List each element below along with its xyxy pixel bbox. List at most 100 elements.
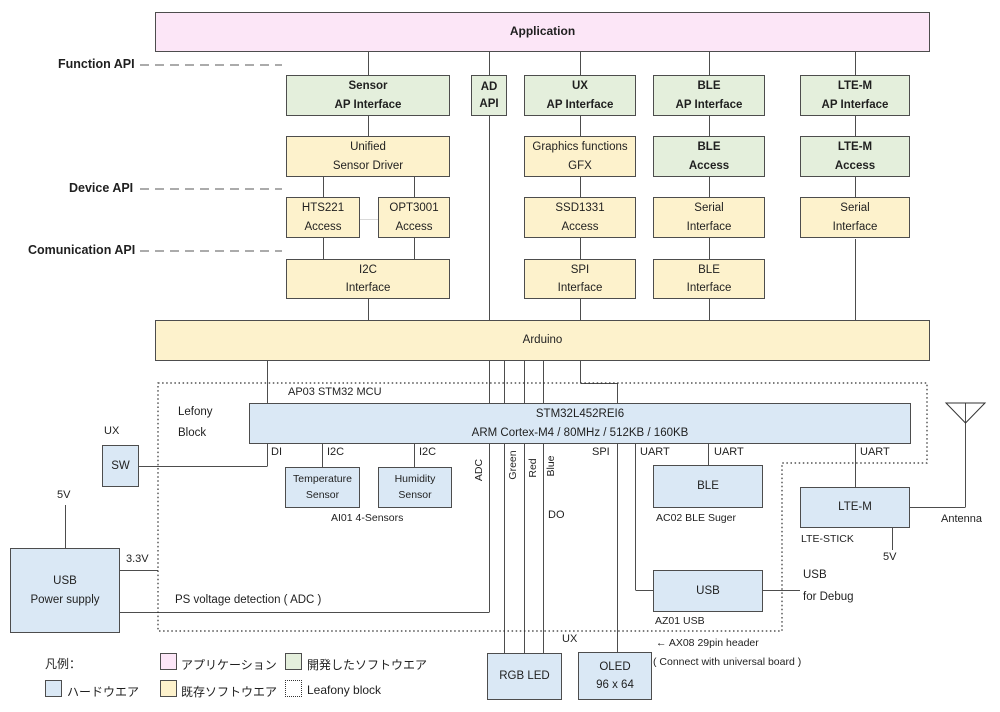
lefony-block-label-line1: Lefony <box>178 406 213 418</box>
unified-sensor-driver-box: Unified Sensor Driver <box>286 136 450 177</box>
rgb-led-box: RGB LED <box>487 653 562 700</box>
legend-label-hardware: ハードウエア <box>67 685 140 699</box>
oled-box: OLED 96 x 64 <box>578 652 652 700</box>
application-label: Application <box>509 24 576 39</box>
box-line: LTE-M <box>838 501 872 514</box>
sensor-ap-interface-box: Sensor AP Interface <box>286 75 450 116</box>
serial-interface-lte-box: Serial Interface <box>800 197 910 238</box>
box-line: BLE <box>697 480 719 493</box>
box-line: AP Interface <box>675 98 743 111</box>
uart-pin-label-3: UART <box>860 446 890 458</box>
ps-voltage-detection-label: PS voltage detection ( ADC ) <box>175 594 322 606</box>
legend-swatch-application <box>160 653 177 670</box>
legend-swatch-leafony-block <box>285 680 302 697</box>
box-line: OPT3001 <box>389 202 439 215</box>
legend-label-existing-software: 既存ソフトウエア <box>181 685 278 699</box>
blue-pin-label: Blue <box>545 455 557 477</box>
box-line: Sensor <box>348 80 388 93</box>
box-line: AP Interface <box>546 98 614 111</box>
box-line: Serial <box>840 202 870 215</box>
opt3001-access-box: OPT3001 Access <box>378 197 450 238</box>
function-api-label: Function API <box>58 57 135 71</box>
box-line: HTS221 <box>301 202 345 215</box>
box-line: LTE-M <box>837 80 873 93</box>
device-api-label: Device API <box>69 181 134 195</box>
ux-ap-interface-box: UX AP Interface <box>524 75 636 116</box>
box-line: ARM Cortex-M4 / 80MHz / 512KB / 160KB <box>471 426 689 439</box>
box-line: BLE <box>697 141 721 154</box>
legend-swatch-hardware <box>45 680 62 697</box>
box-line: Unified <box>350 141 386 154</box>
box-line: Access <box>834 159 876 172</box>
legend-swatch-existing-software <box>160 680 177 697</box>
ap03-stm32-mcu-label: AP03 STM32 MCU <box>288 386 382 398</box>
temperature-sensor-box: Temperature Sensor <box>285 467 360 508</box>
box-line: USB <box>53 575 77 588</box>
box-line: Arduino <box>522 334 563 347</box>
box-line: BLE <box>697 80 721 93</box>
box-line: Interface <box>345 282 391 294</box>
box-line: Sensor <box>305 488 340 501</box>
ssd1331-access-box: SSD1331 Access <box>524 197 636 238</box>
api-separator-lines <box>140 64 282 252</box>
box-line: SW <box>111 459 130 472</box>
uart-pin-label-1: UART <box>640 446 670 458</box>
box-line: Sensor <box>398 488 432 501</box>
usb-hardware-box: USB <box>653 570 763 612</box>
box-line: LTE-M <box>837 141 873 154</box>
box-line: AP Interface <box>821 98 889 111</box>
spi-interface-box: SPI Interface <box>524 259 636 299</box>
ble-ap-interface-box: BLE AP Interface <box>653 75 765 116</box>
legend-title: 凡例： <box>45 657 82 671</box>
box-line: Sensor Driver <box>332 159 404 172</box>
box-line: USB <box>696 584 720 597</box>
lefony-block-label-line2: Block <box>178 427 207 439</box>
box-line: Access <box>304 220 342 233</box>
arduino-box: Arduino <box>155 320 930 361</box>
ble-access-box: BLE Access <box>653 136 765 177</box>
i2c-interface-box: I2C Interface <box>286 259 450 299</box>
box-line: STM32L452REI6 <box>535 408 625 421</box>
communication-api-label: Comunication API <box>28 243 136 257</box>
box-line: SPI <box>570 263 590 276</box>
box-line: SSD1331 <box>555 202 605 215</box>
legend-label-developed-software: 開発したソフトウエア <box>307 658 428 672</box>
5v-left-label: 5V <box>57 489 71 501</box>
box-line: AP Interface <box>334 98 402 111</box>
box-line: Interface <box>832 220 878 233</box>
lte-stick-label: LTE-STICK <box>801 533 854 545</box>
di-pin-label: DI <box>271 446 282 458</box>
3v3-label: 3.3V <box>126 553 149 565</box>
box-line: 96 x 64 <box>596 679 634 691</box>
spi-pin-label: SPI <box>592 446 610 458</box>
hts221-access-box: HTS221 Access <box>286 197 360 238</box>
box-line: Graphics functions <box>532 141 628 154</box>
ux-sw-label: UX <box>104 425 120 437</box>
ac02-ble-suger-label: AC02 BLE Suger <box>656 512 736 524</box>
i2c-pin-label-1: I2C <box>327 446 345 458</box>
lte-m-hardware-box: LTE-M <box>800 487 910 528</box>
red-pin-label: Red <box>527 458 539 478</box>
legend-label-leafony-block: Leafony block <box>307 683 382 697</box>
antenna-icon <box>944 402 987 424</box>
graphics-functions-gfx-box: Graphics functions GFX <box>524 136 636 177</box>
ux-bottom-label: UX <box>562 633 578 645</box>
box-line: OLED <box>599 660 631 673</box>
box-line: GFX <box>568 159 592 172</box>
lte-m-access-box: LTE-M Access <box>800 136 910 177</box>
legend-swatch-developed-software <box>285 653 302 670</box>
box-line: Access <box>688 159 730 172</box>
box-line: Power supply <box>30 593 100 606</box>
box-line: AD <box>480 80 498 93</box>
usb-power-supply-box: USB Power supply <box>10 548 120 633</box>
usb-for-debug-label-line1: USB <box>803 569 827 581</box>
box-line: Interface <box>557 282 603 294</box>
ad-api-box: AD API <box>471 75 507 116</box>
ai01-4-sensors-label: AI01 4-Sensors <box>331 512 404 524</box>
box-line: Serial <box>694 202 724 215</box>
5v-lte-label: 5V <box>883 551 897 563</box>
usb-for-debug-label-line2: for Debug <box>803 591 854 603</box>
ax08-29pin-header-label: ← AX08 29pin header <box>656 637 759 649</box>
az01-usb-label: AZ01 USB <box>655 615 705 627</box>
i2c-pin-label-2: I2C <box>419 446 437 458</box>
